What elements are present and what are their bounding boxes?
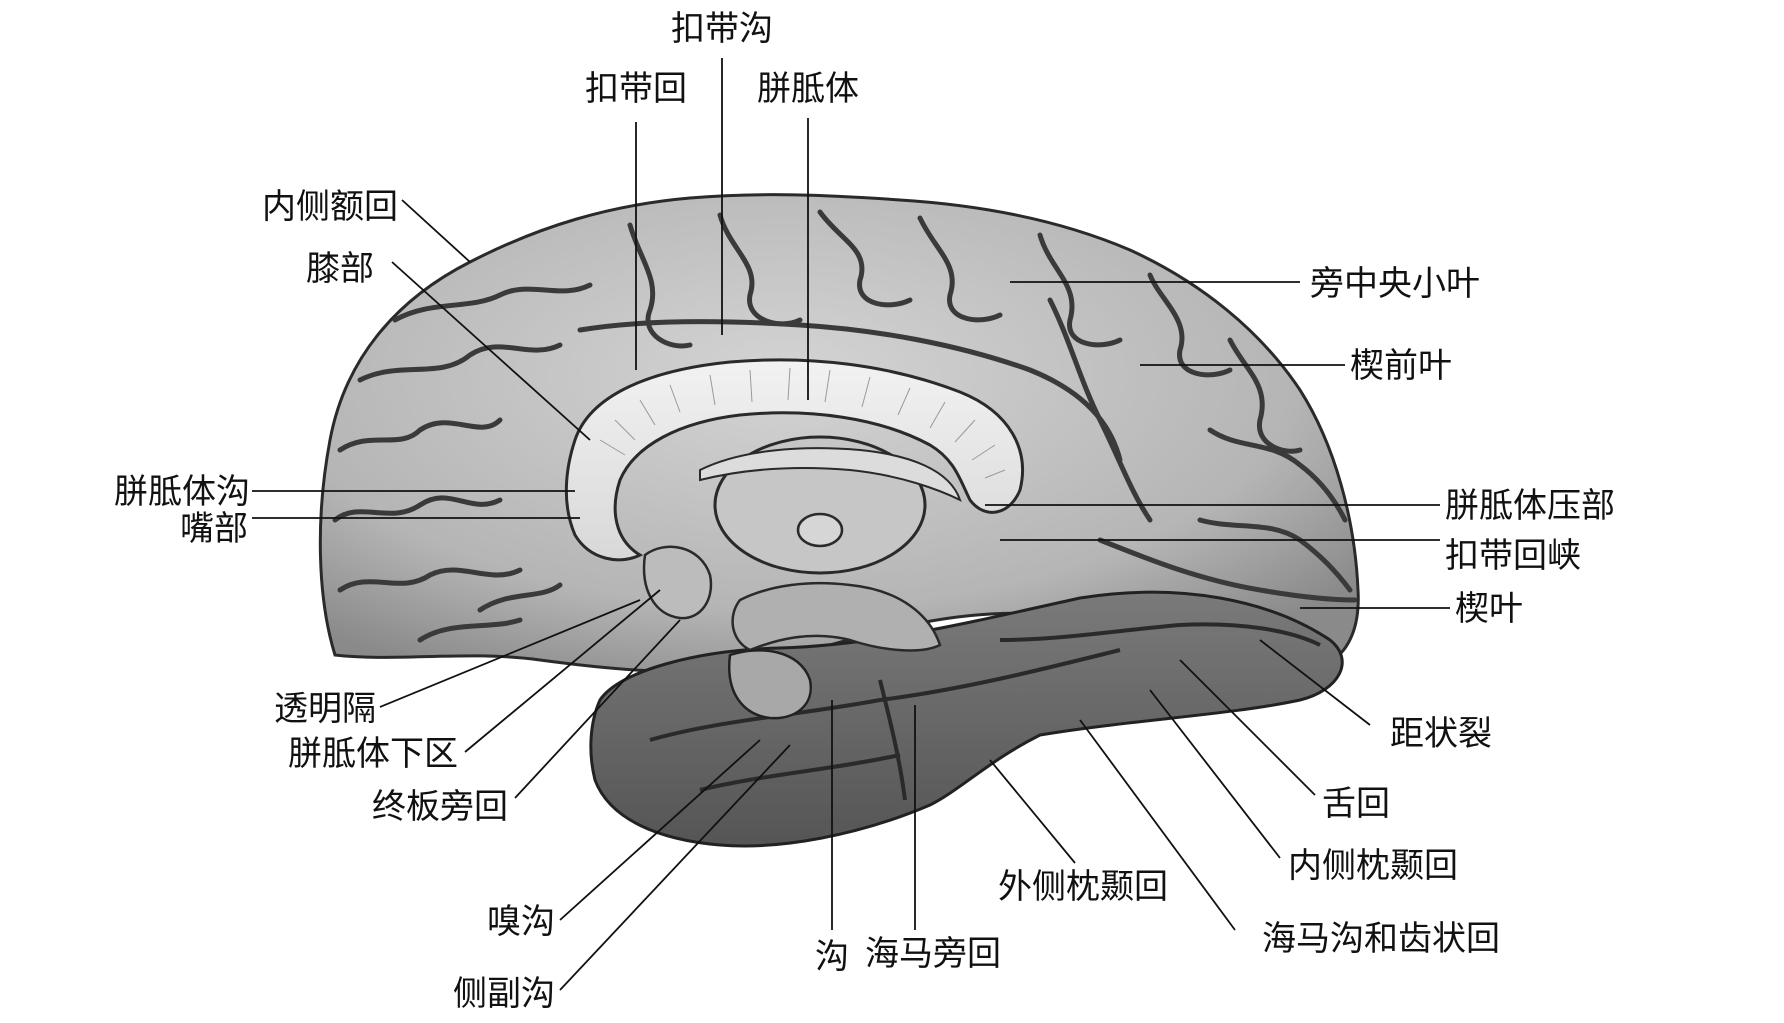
label-parahippocampal-gyrus: 海马旁回 <box>865 934 1001 974</box>
label-cingulate-sulcus: 扣带沟 <box>671 9 773 49</box>
label-sulcus: 沟 <box>815 937 849 977</box>
label-precuneus: 楔前叶 <box>1350 346 1452 386</box>
label-corpus-callosum: 胼胝体 <box>757 69 859 109</box>
label-rhinal-sulcus: 嗅沟 <box>487 902 555 942</box>
label-medial-occipitotemporal-gyrus: 内侧枕颞回 <box>1288 846 1458 886</box>
label-septum-pellucidum: 透明隔 <box>274 689 376 729</box>
label-lateral-occipitotemporal-gyrus: 外侧枕颞回 <box>998 867 1168 907</box>
leader-lines <box>252 58 1450 991</box>
corpus-callosum-fibers <box>599 367 1006 479</box>
label-subcallosal-area: 胼胝体下区 <box>288 734 458 774</box>
label-calcarine-fissure: 距状裂 <box>1390 714 1492 754</box>
label-paraterminal-gyrus: 终板旁回 <box>372 787 508 827</box>
temporal-sulci <box>649 622 1321 801</box>
label-rostrum: 嘴部 <box>180 509 248 549</box>
interthalamic-adhesion <box>796 512 844 548</box>
label-medial-frontal-gyrus: 内侧额回 <box>262 187 398 227</box>
uncus-shape <box>727 649 813 720</box>
label-callosal-sulcus: 胼胝体沟 <box>114 472 250 512</box>
label-paracentral-lobule: 旁中央小叶 <box>1310 264 1480 304</box>
label-hippocampal-sulcus-dentate-gyrus: 海马沟和齿状回 <box>1262 919 1500 959</box>
labels: 扣带沟 扣带回 胼胝体 内侧额回 膝部 旁中央小叶 楔前叶 胼胝体沟 嘴部 胼胝… <box>114 9 1615 1014</box>
label-lingual-gyrus: 舌回 <box>1322 784 1390 824</box>
label-cuneus: 楔叶 <box>1455 589 1523 629</box>
label-genu: 膝部 <box>306 249 374 289</box>
label-cingulate-isthmus: 扣带回峡 <box>1445 536 1581 576</box>
label-collateral-sulcus: 侧副沟 <box>453 974 555 1014</box>
fornix-shape <box>699 447 962 502</box>
sulci-pattern <box>332 209 1358 643</box>
label-splenium: 胼胝体压部 <box>1445 486 1615 526</box>
corpus-callosum-shape <box>564 358 1024 562</box>
label-cingulate-gyrus: 扣带回 <box>585 69 687 109</box>
